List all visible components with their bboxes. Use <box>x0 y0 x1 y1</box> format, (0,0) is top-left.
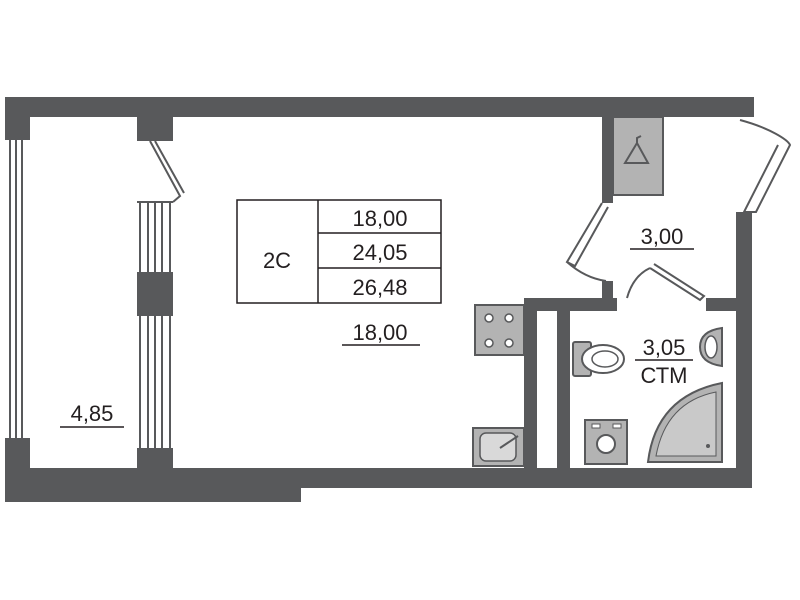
wall-bottom-right <box>301 468 752 488</box>
bathroom-door <box>626 263 706 302</box>
wall-hall-stub <box>602 281 613 303</box>
balcony-door <box>149 140 185 203</box>
pillar-bottom <box>137 448 173 502</box>
toilet <box>572 341 625 377</box>
hanger-icon <box>623 135 650 164</box>
wall-right <box>736 212 752 488</box>
pillar-top <box>137 97 173 141</box>
balcony-window <box>9 140 23 438</box>
wall-bath-top <box>524 298 617 311</box>
wall-bath-top-right <box>706 298 752 311</box>
wall-top <box>5 97 754 117</box>
washing-machine <box>584 419 628 465</box>
area-value-with-balcony: 26,48 <box>352 275 407 300</box>
area-value-living: 18,00 <box>352 206 407 231</box>
wall-hall-left <box>602 117 613 203</box>
kitchen-sink <box>472 427 525 467</box>
balcony-area: 4,85 <box>71 401 114 426</box>
bathroom-area: 3,05 <box>643 335 686 360</box>
wall-partition-a <box>524 298 537 468</box>
stove <box>474 304 525 356</box>
wash-basin <box>698 326 723 368</box>
wall-left-top <box>5 97 30 140</box>
hall-door <box>565 202 609 282</box>
entrance-door <box>739 119 792 213</box>
walls <box>5 97 754 502</box>
wall-right-top <box>736 97 754 117</box>
hallway-area: 3,00 <box>641 224 684 249</box>
apartment-type-label: 2С <box>263 248 291 273</box>
bathroom-name: СТМ <box>641 363 688 388</box>
apartment-info-box: 2С 18,00 24,05 26,48 <box>236 199 442 304</box>
area-value-total: 24,05 <box>352 240 407 265</box>
shower-cabin <box>646 381 723 463</box>
living-room-area: 18,00 <box>352 320 407 345</box>
wardrobe <box>612 116 664 196</box>
wall-partition-b <box>557 298 570 468</box>
room-window <box>137 201 173 448</box>
